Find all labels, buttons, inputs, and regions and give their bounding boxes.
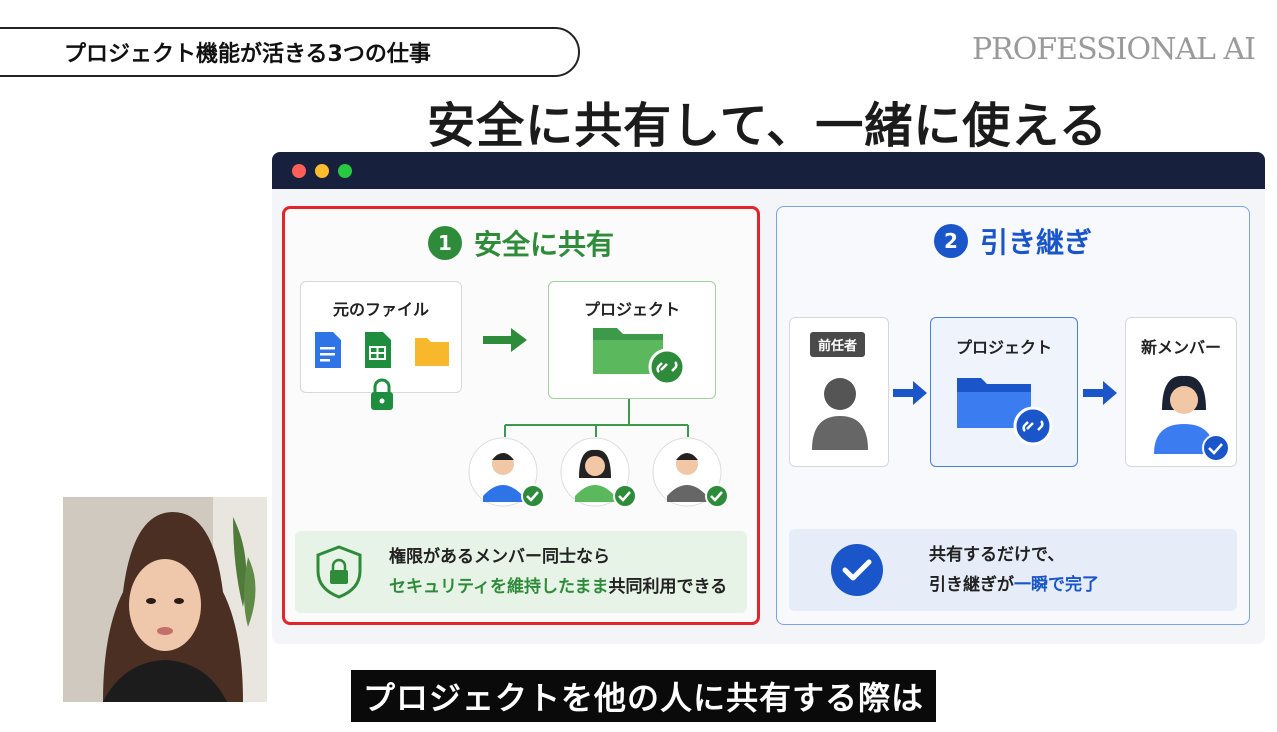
caption-subtitle: プロジェクトを他の人に共有する際は — [351, 670, 937, 722]
panel-heading-text: 安全に共有 — [473, 228, 614, 261]
source-files-label: 元のファイル — [332, 300, 429, 319]
predecessor-label: 前任者 — [810, 332, 866, 357]
handover-callout: 共有するだけで、 引き継ぎが一瞬で完了 — [789, 529, 1237, 611]
project-label: プロジェクト — [583, 300, 680, 319]
callout-rest: 共同利用できる — [608, 577, 728, 597]
user-icon — [468, 437, 545, 508]
browser-window: 1 安全に共有 元のファイル — [272, 152, 1265, 644]
user-icon — [560, 437, 637, 508]
handover-project-label: プロジェクト — [955, 338, 1052, 357]
callout-highlight: 一瞬で完了 — [1014, 575, 1099, 595]
check-badge-icon — [1202, 434, 1230, 462]
arrow-icon — [893, 381, 927, 405]
secure-share-panel: 1 安全に共有 元のファイル — [282, 206, 760, 625]
link-icon — [1013, 406, 1053, 446]
project-folder-icon — [593, 328, 686, 386]
link-icon — [648, 348, 686, 386]
arrow-icon — [483, 328, 527, 352]
user-icon — [652, 437, 729, 508]
member-avatars — [468, 437, 729, 508]
project-box: プロジェクト — [548, 281, 716, 399]
minimize-dot — [315, 163, 329, 178]
secure-share-callout: 権限があるメンバー同士なら セキュリティを維持したまま共同利用できる — [295, 531, 747, 613]
docs-icon — [315, 332, 341, 368]
slide-title: 安全に共有して、一緒に使える — [427, 98, 1108, 154]
user-icon — [812, 378, 868, 450]
presenter-webcam — [63, 497, 267, 702]
browser-title-bar — [272, 152, 1265, 189]
folder-icon — [415, 338, 449, 366]
arrow-icon — [1083, 381, 1117, 405]
presenter-image — [63, 497, 267, 702]
project-folder-icon — [957, 378, 1053, 446]
handover-panel: 2 引き継ぎ 前任者 プロジェクト — [776, 206, 1250, 625]
brand-logo: PROFESSIONAL AI — [972, 32, 1256, 67]
step-number-badge: 2 — [933, 224, 968, 258]
sheets-icon — [365, 332, 391, 368]
panel-heading-text: 引き継ぎ — [979, 226, 1092, 259]
close-dot — [292, 163, 306, 178]
handover-heading: 2 引き継ぎ — [777, 221, 1249, 261]
source-files-box: 元のファイル — [300, 281, 462, 410]
check-circle-icon — [831, 544, 883, 596]
callout-line-2: セキュリティを維持したまま共同利用できる — [389, 572, 727, 602]
member-tree — [504, 399, 689, 437]
user-icon — [1154, 375, 1230, 462]
shield-lock-icon — [316, 545, 362, 599]
callout-line-1: 権限があるメンバー同士なら — [389, 547, 610, 567]
maximize-dot — [338, 163, 352, 178]
step-number-badge: 1 — [427, 226, 462, 260]
topic-pill: プロジェクト機能が活きる3つの仕事 — [0, 27, 580, 77]
callout-highlight: セキュリティを維持したまま — [389, 577, 609, 597]
new-member-label: 新メンバー — [1140, 338, 1221, 357]
callout-prefix: 引き継ぎが — [929, 575, 1014, 595]
handover-project-box: プロジェクト — [930, 317, 1078, 467]
secure-share-heading: 1 安全に共有 — [285, 223, 757, 263]
callout-line-1: 共有するだけで、 — [929, 545, 1065, 565]
predecessor-box: 前任者 — [789, 317, 889, 467]
file-icons — [315, 332, 449, 368]
lock-icon — [371, 378, 393, 410]
callout-line-2: 引き継ぎが一瞬で完了 — [929, 570, 1099, 600]
new-member-box: 新メンバー — [1125, 317, 1237, 467]
